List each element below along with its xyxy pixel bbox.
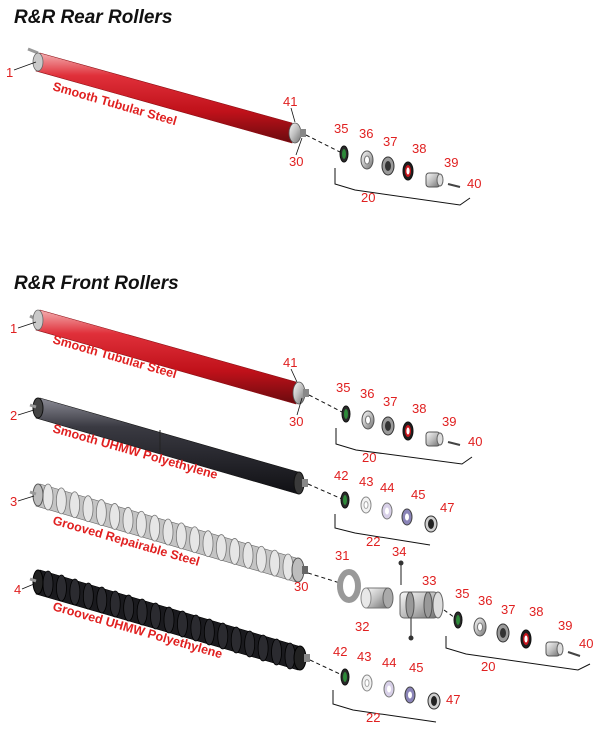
groove-ring <box>217 622 229 650</box>
front-callout-47a: 47 <box>440 500 454 515</box>
groove-ring <box>82 495 94 523</box>
front-callout-20a: 20 <box>362 450 376 465</box>
front-callout-3: 3 <box>10 494 17 509</box>
rear-roller-1-smooth-tubular-steel <box>27 47 306 144</box>
groove-ring <box>95 499 107 526</box>
groove-ring <box>123 594 135 622</box>
groove-ring <box>56 574 67 602</box>
groove-ring <box>215 534 227 561</box>
front-callout-32: 32 <box>355 619 369 634</box>
front-callout-47b: 47 <box>446 692 460 707</box>
groove-ring <box>189 526 201 554</box>
rear-callout-40: 40 <box>467 176 481 191</box>
front-callout-43a: 43 <box>359 474 373 489</box>
groove-ring <box>96 586 108 614</box>
front-callout-43b: 43 <box>357 649 371 664</box>
front-callout-39b: 39 <box>558 618 572 633</box>
front-callout-20b: 20 <box>481 659 495 674</box>
front-rollers-title: R&R Front Rollers <box>14 273 179 294</box>
groove-ring <box>163 606 175 634</box>
front-callout-4: 4 <box>14 582 21 597</box>
rear-callout-20: 20 <box>361 190 375 205</box>
front-bearing-kit-20b <box>445 611 591 671</box>
groove-ring <box>202 530 214 558</box>
front-callout-42b: 42 <box>333 644 347 659</box>
front-callout-35b: 35 <box>455 586 469 601</box>
rear-callout-36: 36 <box>359 126 373 141</box>
groove-ring <box>284 642 296 670</box>
groove-ring <box>149 514 161 542</box>
rear-bearing-kit <box>305 134 471 206</box>
front-bearing-kit-22a <box>307 483 438 546</box>
front-callout-44a: 44 <box>380 480 394 495</box>
rear-callout-41: 41 <box>283 94 297 109</box>
front-hub-assembly <box>307 560 459 641</box>
front-callout-37a: 37 <box>383 394 397 409</box>
front-callout-45a: 45 <box>411 487 425 502</box>
rear-rollers-title: R&R Rear Rollers <box>14 7 172 28</box>
front-roller-1-smooth-tubular-steel <box>29 309 309 405</box>
front-callout-37b: 37 <box>501 602 515 617</box>
front-callout-1: 1 <box>10 321 17 336</box>
groove-ring <box>269 549 281 577</box>
rear-callout-38: 38 <box>412 141 426 156</box>
groove-ring <box>42 570 54 598</box>
front-callout-40a: 40 <box>468 434 482 449</box>
groove-ring <box>136 598 148 626</box>
front-callout-30a: 30 <box>289 414 303 429</box>
groove-ring <box>282 553 294 581</box>
groove-ring <box>177 610 188 638</box>
front-callout-33: 33 <box>422 573 436 588</box>
front-bearing-kit-20a <box>308 394 473 465</box>
rear-callout-37: 37 <box>383 134 397 149</box>
front-callout-35a: 35 <box>336 380 350 395</box>
front-callout-36a: 36 <box>360 386 374 401</box>
front-callout-44b: 44 <box>382 655 396 670</box>
front-callout-22a: 22 <box>366 534 380 549</box>
front-callout-22b: 22 <box>366 710 380 725</box>
front-roller-4-grooved-uhmw <box>29 569 310 671</box>
rear-callout-30: 30 <box>289 154 303 169</box>
groove-ring <box>55 487 67 515</box>
rear-callout-35: 35 <box>334 121 348 136</box>
front-callout-38b: 38 <box>529 604 543 619</box>
groove-ring <box>150 602 161 630</box>
groove-ring <box>229 538 241 565</box>
groove-ring <box>162 518 174 546</box>
front-callout-42a: 42 <box>334 468 348 483</box>
front-callout-30b: 30 <box>294 579 308 594</box>
groove-ring <box>109 590 121 618</box>
front-roller-3-grooved-steel <box>29 483 308 583</box>
groove-ring <box>175 522 187 550</box>
groove-ring <box>82 582 94 610</box>
groove-ring <box>190 614 202 642</box>
front-callout-2: 2 <box>10 408 17 423</box>
front-callout-39a: 39 <box>442 414 456 429</box>
front-callout-41: 41 <box>283 355 297 370</box>
groove-ring <box>122 506 134 534</box>
front-callout-38a: 38 <box>412 401 426 416</box>
front-callout-34: 34 <box>392 544 406 559</box>
groove-ring <box>257 634 269 662</box>
rear-callout-39: 39 <box>444 155 458 170</box>
front-callout-40b: 40 <box>579 636 593 651</box>
front-bearing-kit-22b <box>309 659 441 723</box>
groove-ring <box>69 491 81 519</box>
front-roller-2-smooth-uhmw <box>29 397 308 495</box>
groove-ring <box>69 578 81 606</box>
groove-ring <box>135 510 147 538</box>
groove-ring <box>203 618 215 646</box>
rear-callout-1: 1 <box>6 65 13 80</box>
groove-ring <box>242 541 254 569</box>
groove-ring <box>42 483 54 511</box>
front-callout-45b: 45 <box>409 660 423 675</box>
front-callout-31: 31 <box>335 548 349 563</box>
groove-ring <box>271 638 282 666</box>
front-callout-36b: 36 <box>478 593 492 608</box>
groove-ring <box>109 503 121 530</box>
groove-ring <box>244 630 256 658</box>
groove-ring <box>230 626 242 654</box>
groove-ring <box>255 545 267 573</box>
